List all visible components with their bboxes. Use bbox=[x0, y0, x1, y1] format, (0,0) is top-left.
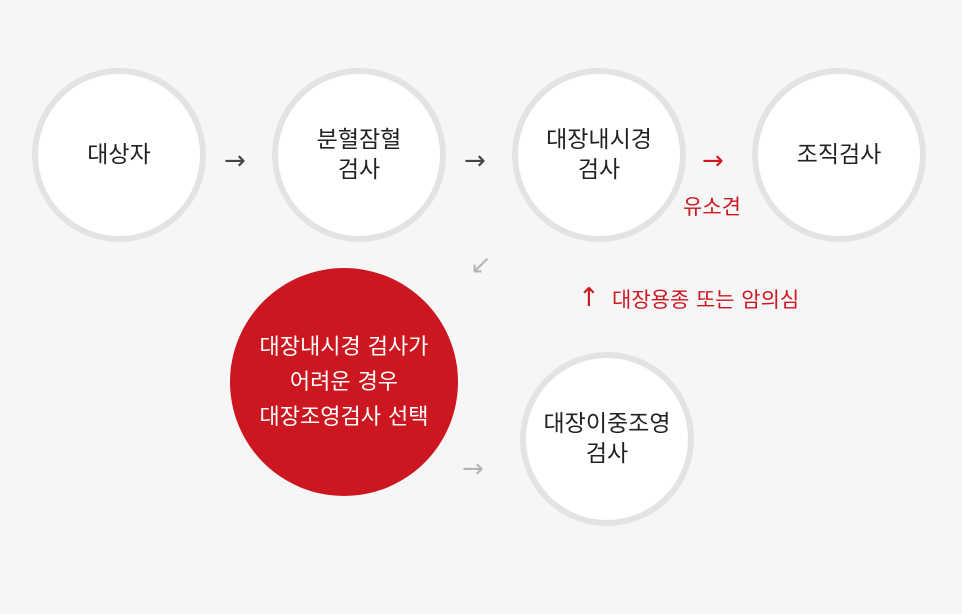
arrow-subject-to-fobt: → bbox=[224, 146, 246, 176]
node-difficult-case: 대장내시경 검사가 어려운 경우 대장조영검사 선택 bbox=[230, 268, 458, 496]
node-colonoscopy-line-1: 대장내시경 bbox=[546, 127, 652, 153]
node-biopsy: 조직검사 bbox=[752, 68, 926, 242]
arrow-colonoscopy-to-biopsy: → bbox=[702, 146, 724, 176]
node-difficult-case-line-1: 대장내시경 검사가 bbox=[259, 334, 429, 360]
arrow-difficult-case-to-double-contrast: → bbox=[462, 454, 484, 484]
node-fobt-line-2: 검사 bbox=[337, 157, 381, 183]
node-double-contrast-line-2: 검사 bbox=[585, 441, 629, 467]
arrow-fobt-to-colonoscopy: → bbox=[464, 146, 486, 176]
node-subject-line-1: 대상자 bbox=[87, 142, 151, 168]
node-subject: 대상자 bbox=[32, 68, 206, 242]
node-colonoscopy-line-2: 검사 bbox=[577, 157, 621, 183]
node-double-contrast-line-1: 대장이중조영 bbox=[543, 411, 671, 437]
arrow-colonoscopy-to-difficult-case: ↙ bbox=[470, 250, 492, 280]
node-fecal-occult-blood-test: 분혈잠혈 검사 bbox=[272, 68, 446, 242]
node-difficult-case-line-2: 어려운 경우 bbox=[289, 369, 399, 395]
node-difficult-case-line-3: 대장조영검사 선택 bbox=[259, 404, 429, 430]
label-findings: 유소견 bbox=[683, 195, 741, 219]
node-biopsy-line-1: 조직검사 bbox=[796, 142, 882, 168]
node-fobt-line-1: 분혈잠혈 bbox=[316, 127, 402, 153]
label-suspicion: 대장용종 또는 암의심 bbox=[612, 288, 800, 312]
node-double-contrast-enema: 대장이중조영 검사 bbox=[520, 352, 694, 526]
arrow-double-contrast-to-biopsy: ↑ bbox=[578, 283, 600, 313]
node-colonoscopy: 대장내시경 검사 bbox=[512, 68, 686, 242]
